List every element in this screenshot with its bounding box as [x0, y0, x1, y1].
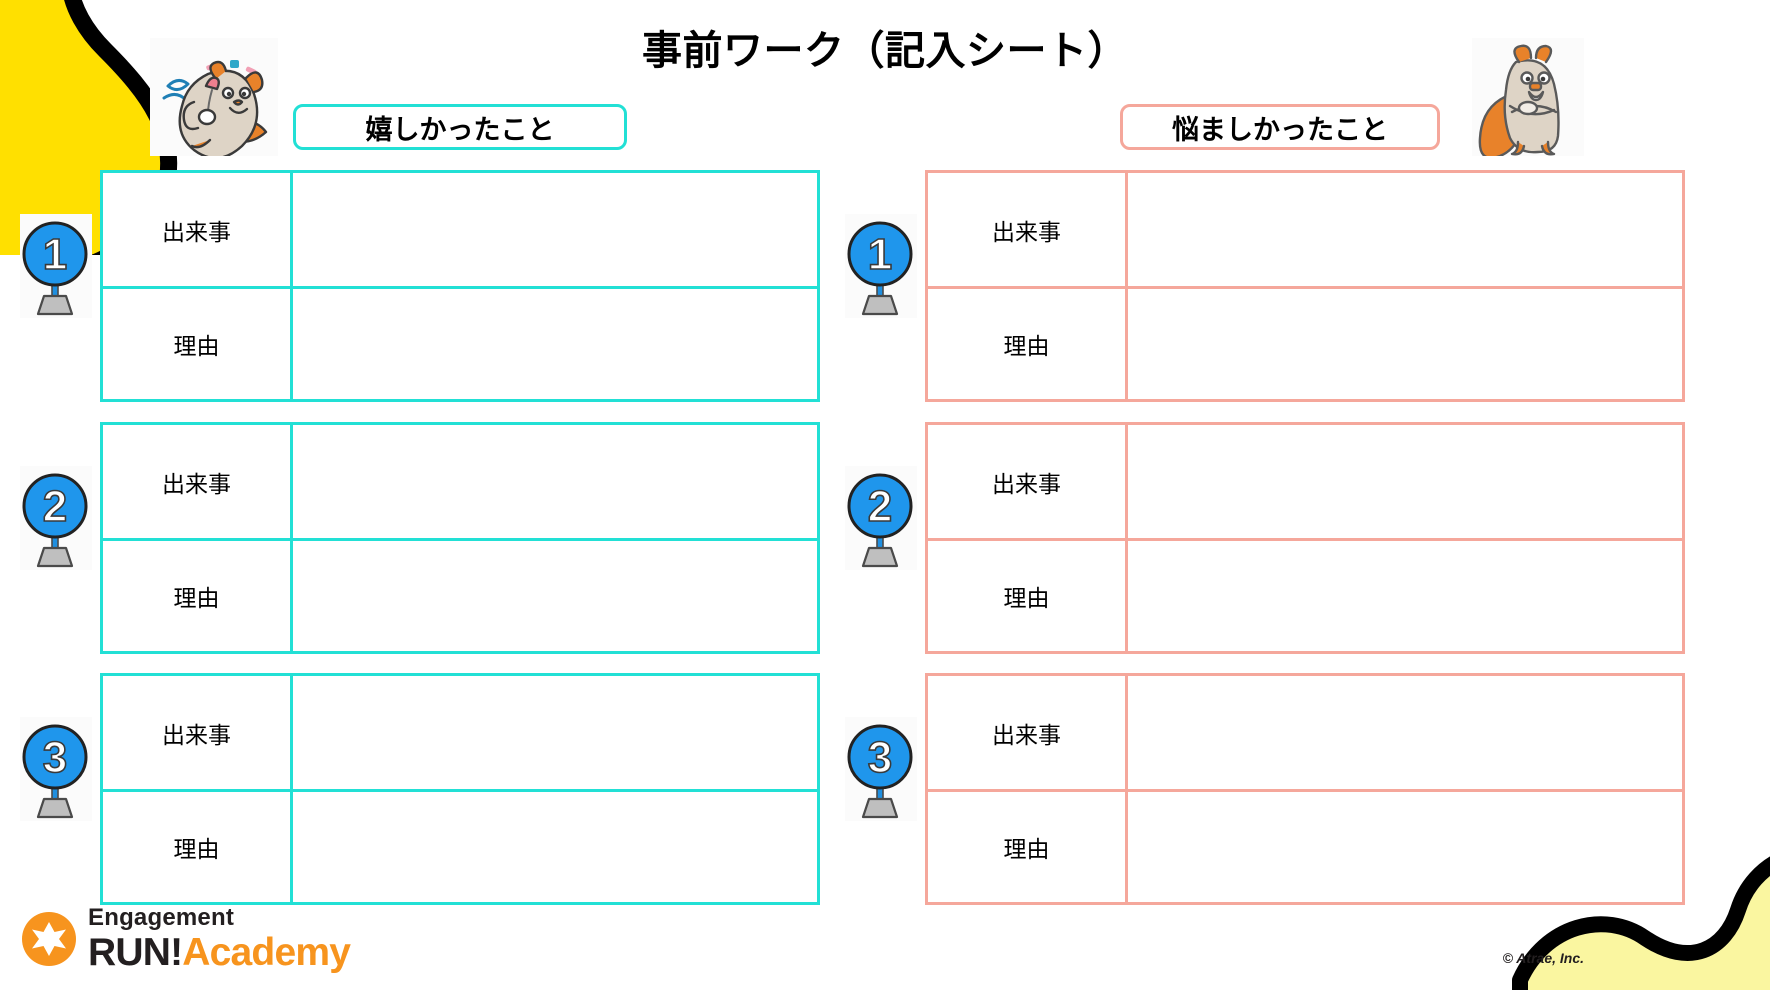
logo-academy-text: Academy	[182, 931, 351, 974]
row-label-event: 出来事	[103, 676, 293, 789]
row-label-reason: 理由	[928, 541, 1128, 651]
orange-flower-mark-icon	[22, 912, 76, 966]
row-input-event[interactable]	[293, 173, 817, 286]
entry-table: 出来事 理由	[925, 170, 1685, 402]
sign-number-label: 3	[43, 733, 67, 782]
sign-number-label: 1	[43, 230, 67, 279]
table-row: 理由	[928, 286, 1682, 399]
table-row: 出来事	[928, 425, 1682, 538]
entry-table: 出来事 理由	[925, 673, 1685, 905]
section-heading-trouble: 悩ましかったこと	[1120, 104, 1440, 150]
copyright-notice: © Atrae, Inc.	[1502, 950, 1584, 966]
row-label-event: 出来事	[928, 425, 1128, 538]
table-row: 出来事	[928, 676, 1682, 789]
row-input-reason[interactable]	[293, 541, 817, 651]
beaver-celebrating-icon	[150, 38, 278, 156]
entry-table: 出来事 理由	[100, 422, 820, 654]
brand-logo: Engagement RUN!Academy	[22, 904, 351, 974]
table-row: 理由	[928, 538, 1682, 651]
row-label-event: 出来事	[103, 425, 293, 538]
entry-table: 出来事 理由	[100, 170, 820, 402]
page-title: 事前ワーク（記入シート）	[642, 29, 1128, 73]
row-label-reason: 理由	[103, 541, 293, 651]
entry-table: 出来事 理由	[100, 673, 820, 905]
row-label-reason: 理由	[103, 289, 293, 399]
row-input-reason[interactable]	[1128, 541, 1682, 651]
sign-number-label: 3	[868, 733, 892, 782]
table-row: 出来事	[103, 425, 817, 538]
row-label-reason: 理由	[103, 792, 293, 902]
sign-number-label: 1	[868, 230, 892, 279]
row-input-reason[interactable]	[1128, 792, 1682, 902]
number-sign-3-icon: 3	[845, 717, 917, 821]
table-row: 理由	[103, 286, 817, 399]
row-input-reason[interactable]	[1128, 289, 1682, 399]
table-row: 出来事	[928, 173, 1682, 286]
row-input-event[interactable]	[1128, 173, 1682, 286]
table-row: 出来事	[103, 676, 817, 789]
row-input-reason[interactable]	[293, 289, 817, 399]
number-sign-2-icon: 2	[845, 466, 917, 570]
number-sign-1-icon: 1	[845, 214, 917, 318]
row-input-event[interactable]	[293, 676, 817, 789]
row-label-reason: 理由	[928, 792, 1128, 902]
beaver-arms-crossed-icon	[1472, 38, 1584, 156]
section-heading-happy: 嬉しかったこと	[293, 104, 627, 150]
table-row: 理由	[103, 538, 817, 651]
entry-table: 出来事 理由	[925, 422, 1685, 654]
row-input-event[interactable]	[293, 425, 817, 538]
sign-number-label: 2	[43, 482, 67, 531]
number-sign-3-icon: 3	[20, 717, 92, 821]
row-label-event: 出来事	[928, 173, 1128, 286]
row-input-event[interactable]	[1128, 676, 1682, 789]
logo-top-text: Engagement	[88, 904, 235, 931]
number-sign-2-icon: 2	[20, 466, 92, 570]
table-row: 理由	[103, 789, 817, 902]
logo-bottom-text: RUN!Academy	[88, 931, 351, 974]
logo-run-text: RUN!	[88, 931, 183, 974]
sign-number-label: 2	[868, 482, 892, 531]
row-input-reason[interactable]	[293, 792, 817, 902]
row-label-reason: 理由	[928, 289, 1128, 399]
number-sign-1-icon: 1	[20, 214, 92, 318]
row-label-event: 出来事	[928, 676, 1128, 789]
row-label-event: 出来事	[103, 173, 293, 286]
table-row: 理由	[928, 789, 1682, 902]
table-row: 出来事	[103, 173, 817, 286]
logo-wordmark: Engagement RUN!Academy	[88, 904, 351, 974]
row-input-event[interactable]	[1128, 425, 1682, 538]
